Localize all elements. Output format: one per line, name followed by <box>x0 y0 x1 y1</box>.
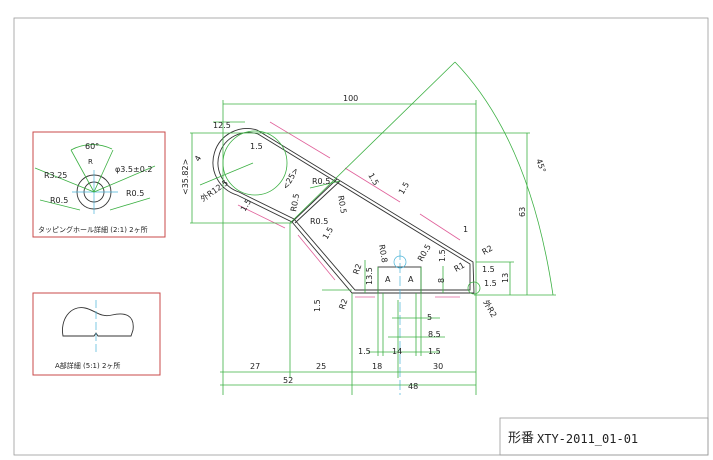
dim-1-5-d: 1.5 <box>321 225 335 241</box>
phi-label: φ3.5±0.2 <box>115 165 152 174</box>
dim-1-5-r1: 1.5 <box>482 265 495 274</box>
dim-30: 30 <box>433 362 443 371</box>
dim-1-5-top: 1.5 <box>250 142 263 151</box>
r-label: R <box>88 158 93 166</box>
dim-1-5-bl: 1.5 <box>358 347 371 356</box>
dim-48: 48 <box>408 382 418 391</box>
angle-45: 45° <box>534 158 547 174</box>
a-left: A <box>385 275 391 284</box>
dim-52: 52 <box>283 376 293 385</box>
r2-left-b: R2 <box>337 298 349 311</box>
title-label: 形番 <box>508 431 534 446</box>
dim-1-5-a: 1.5 <box>239 197 253 213</box>
dim-5: 5 <box>427 313 432 322</box>
r05-b: R0.5 <box>336 195 348 215</box>
r0-8: R0.8 <box>377 244 389 264</box>
angle-60: 60° <box>85 142 99 151</box>
r05-e: R0.5 <box>416 243 433 263</box>
dim-8: 8 <box>437 278 446 283</box>
dim-1-5-c: 1.5 <box>397 180 411 196</box>
dimension-lines <box>190 61 556 395</box>
outer-r12-5: 外R12.5 <box>198 177 229 203</box>
dimension-labels: 100 12.5 <35.82> 4 1.5 外R12.5 <25> R0.5 … <box>181 94 547 391</box>
dim-4: 4 <box>193 154 203 163</box>
dim-1-5-br: 1.5 <box>428 347 441 356</box>
part-number: XTY-2011_01-01 <box>537 432 638 446</box>
r2-top: R2 <box>481 244 495 257</box>
r05-d: R0.5 <box>310 217 328 226</box>
detail-caption: タッピングホール詳細 (2:1) 2ヶ所 <box>38 225 148 234</box>
tapping-hole-detail: 60° R R3.25 φ3.5±0.2 R0.5 R0.5 タッピングホール詳… <box>32 131 166 238</box>
dim-8-5: 8.5 <box>428 330 441 339</box>
dim-25b: 25 <box>316 362 326 371</box>
dim-1: 1 <box>463 225 468 234</box>
dim-63: 63 <box>518 207 527 217</box>
detail-a-caption: A部詳細 (5:1) 2ヶ所 <box>55 361 120 370</box>
dim-12-5: 12.5 <box>213 121 231 130</box>
dim-100: 100 <box>343 94 358 103</box>
r05-c: R0.5 <box>289 193 301 213</box>
dim-18: 18 <box>372 362 382 371</box>
dim-13: 13 <box>501 273 510 283</box>
dim-14: 14 <box>392 347 402 356</box>
dim-13-5: 13.5 <box>365 267 374 285</box>
dim-27: 27 <box>250 362 260 371</box>
dim-1-5-left: 1.5 <box>313 299 322 312</box>
a-right: A <box>408 275 414 284</box>
r1: R1 <box>453 261 467 274</box>
dim-1-5-v: 1.5 <box>438 249 447 262</box>
r05-a: R0.5 <box>312 177 330 186</box>
dim-25: <25> <box>281 166 301 191</box>
r325-label: R3.25 <box>44 171 67 180</box>
sheet-border <box>13 17 709 456</box>
r2-left: R2 <box>351 263 363 276</box>
dim-35-82: <35.82> <box>181 159 190 195</box>
r05-right-label: R0.5 <box>126 189 144 198</box>
outer-r2: 外R2 <box>481 298 499 319</box>
a-part-detail: A部詳細 (5:1) 2ヶ所 <box>32 292 161 376</box>
title-block: 形番 XTY-2011_01-01 <box>499 417 709 456</box>
dim-1-5-b: 1.5 <box>366 172 380 188</box>
r05-left-label: R0.5 <box>50 196 68 205</box>
dim-1-5-r2: 1.5 <box>484 279 497 288</box>
